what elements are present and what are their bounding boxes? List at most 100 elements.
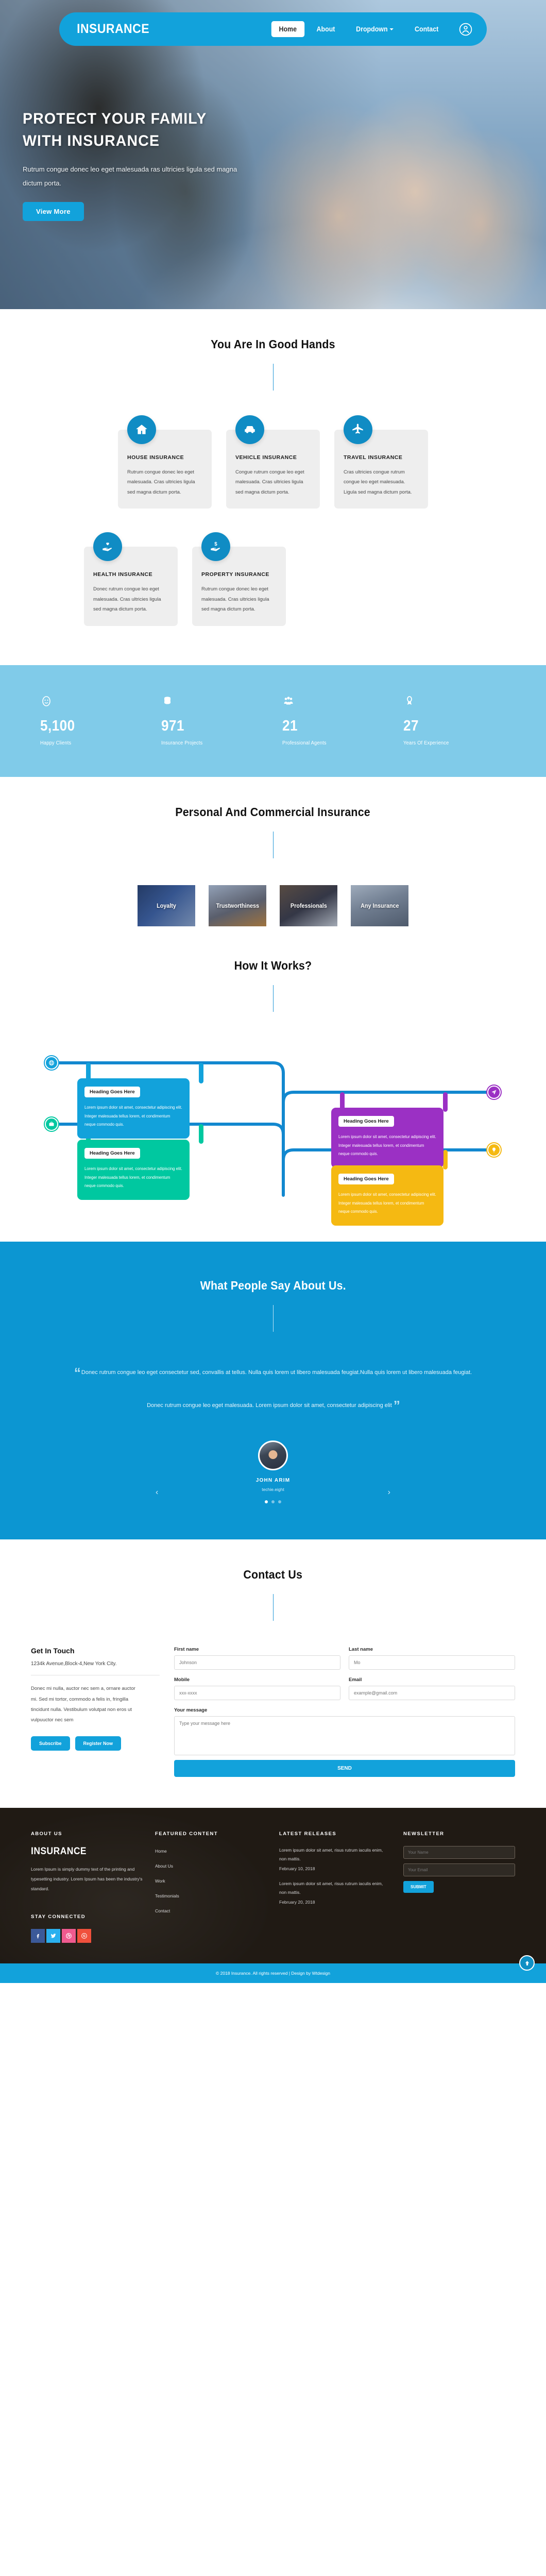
footer-about-column: ABOUT US INSURANCE Lorem Ipsum is simply… (31, 1831, 143, 1943)
copyright-text: © 2018 Insurance. All rights reserved | … (215, 1971, 331, 1976)
plane-icon (344, 415, 372, 444)
footer-featured-column: FEATURED CONTENT Home About Us Work Test… (155, 1831, 267, 1943)
newsletter-submit-button[interactable]: SUBMIT (403, 1881, 434, 1893)
dribbble-icon[interactable] (62, 1929, 76, 1943)
first-name-group: First name (174, 1647, 340, 1670)
newsletter-name-input[interactable] (403, 1846, 515, 1859)
facebook-icon[interactable] (31, 1929, 45, 1943)
lightbulb-icon[interactable] (487, 1143, 501, 1157)
main-navbar: INSURANCE Home About Dropdown Contact (59, 12, 487, 46)
svg-text:$: $ (214, 541, 217, 547)
mobile-group: Mobile (174, 1677, 340, 1701)
first-name-input[interactable] (174, 1655, 340, 1670)
mobile-label: Mobile (174, 1677, 190, 1683)
stat-label: Happy Clients (40, 740, 72, 746)
stat-label: Insurance Projects (161, 740, 203, 746)
nav-link-about[interactable]: About (316, 25, 335, 33)
nav-link-home[interactable]: Home (271, 21, 304, 37)
flow-step-box[interactable]: Heading Goes Here Lorem ipsum dolor sit … (331, 1107, 443, 1168)
section-divider (272, 831, 274, 858)
flow-step-text: Lorem ipsum dolor sit amet, consectetur … (84, 1105, 182, 1127)
globe-icon[interactable] (45, 1056, 58, 1070)
footer-link-item: Work (155, 1876, 267, 1885)
section-divider (272, 364, 274, 391)
personal-heading: Personal And Commercial Insurance (0, 777, 546, 858)
twitter-icon[interactable] (46, 1929, 60, 1943)
register-now-button[interactable]: Register Now (75, 1736, 122, 1751)
nav-link-dropdown[interactable]: Dropdown (348, 21, 401, 37)
footer-link-item: Contact (155, 1906, 267, 1915)
last-name-input[interactable] (349, 1655, 515, 1670)
flow-step-box[interactable]: Heading Goes Here Lorem ipsum dolor sit … (77, 1078, 190, 1139)
first-name-label: First name (174, 1647, 199, 1653)
service-card-title: TRAVEL INSURANCE (344, 454, 403, 461)
carousel-dot[interactable] (271, 1500, 275, 1504)
message-textarea[interactable] (174, 1716, 515, 1756)
section-divider (272, 985, 274, 1012)
email-input[interactable] (349, 1686, 515, 1701)
subscribe-button[interactable]: Subscribe (31, 1736, 70, 1751)
send-button[interactable]: SEND (174, 1760, 515, 1777)
tile-label: Professionals (290, 902, 327, 909)
release-date: February 20, 2018 (279, 1900, 315, 1905)
flow-step-text: Lorem ipsum dolor sit amet, consectetur … (84, 1166, 182, 1189)
hero-overlay (0, 0, 546, 309)
mobile-input[interactable] (174, 1686, 340, 1701)
tile-trustworthiness[interactable]: Trustworthiness (209, 885, 266, 926)
footer-featured-head: FEATURED CONTENT (155, 1831, 218, 1837)
last-name-label: Last name (349, 1647, 373, 1653)
testimonial-next-arrow[interactable]: › (387, 1488, 390, 1497)
stat-item: 971 Insurance Projects (152, 695, 273, 746)
services-title: You Are In Good Hands (211, 337, 335, 351)
service-card[interactable]: HEALTH INSURANCE Donec rutrum congue leo… (84, 532, 178, 626)
footer-link-about-us[interactable]: About Us (155, 1863, 173, 1869)
stay-connected-block: STAY CONNECTED (31, 1914, 143, 1943)
tile-any-insurance[interactable]: Any Insurance (351, 885, 408, 926)
stat-item: 21 Professional Agents (273, 695, 394, 746)
testimonial-prev-arrow[interactable]: ‹ (156, 1488, 159, 1497)
footer-newsletter-head: NEWSLETTER (403, 1831, 445, 1837)
brand-logo[interactable]: INSURANCE (77, 22, 149, 36)
hero-subtitle: Rutrum congue donec leo eget malesuada r… (23, 165, 237, 188)
hero-title-line-1: PROTECT YOUR FAMILY (23, 110, 207, 127)
nav-dropdown-label: Dropdown (356, 25, 388, 33)
newsletter-email-input[interactable] (403, 1863, 515, 1877)
release-item: Lorem ipsum dolor sit amet, risus rutrum… (279, 1846, 391, 1871)
service-card[interactable]: VEHICLE INSURANCE Congue rutrum congue l… (226, 415, 320, 509)
flow-step-box[interactable]: Heading Goes Here Lorem ipsum dolor sit … (331, 1165, 443, 1226)
service-card[interactable]: HOUSE INSURANCE Rutrum congue donec leo … (118, 415, 212, 509)
section-divider (272, 1304, 274, 1332)
service-card[interactable]: TRAVEL INSURANCE Cras ultricies congue r… (334, 415, 428, 509)
service-card[interactable]: $ PROPERTY INSURANCE Rutrum congue donec… (192, 532, 286, 626)
footer-link-home[interactable]: Home (155, 1849, 167, 1854)
chevron-down-icon (389, 28, 394, 31)
tile-professionals[interactable]: Professionals (280, 885, 337, 926)
contact-section: Contact Us Get In Touch 1234k Avenue,Blo… (0, 1539, 546, 1808)
user-circle-icon[interactable] (459, 23, 472, 36)
section-divider (272, 1594, 274, 1621)
footer-link-work[interactable]: Work (155, 1878, 165, 1884)
arrow-up-icon[interactable] (519, 1955, 535, 1971)
hero-content: PROTECT YOUR FAMILY WITH INSURANCE Rutru… (23, 108, 291, 221)
footer-link-contact[interactable]: Contact (155, 1908, 170, 1914)
carousel-dot[interactable] (278, 1500, 281, 1504)
google-plus-icon[interactable] (77, 1929, 91, 1943)
footer-newsletter-column: NEWSLETTER SUBMIT (403, 1831, 515, 1943)
flow-step-heading: Heading Goes Here (338, 1173, 394, 1184)
view-more-button[interactable]: View More (23, 201, 84, 221)
paper-plane-icon[interactable] (487, 1085, 501, 1099)
email-label: Email (349, 1677, 362, 1683)
carousel-dot[interactable] (265, 1500, 268, 1504)
tile-overlay (351, 885, 408, 926)
flow-step-box[interactable]: Heading Goes Here Lorem ipsum dolor sit … (77, 1139, 190, 1200)
avatar (258, 1440, 288, 1471)
get-in-touch-panel: Get In Touch 1234k Avenue,Block-4,New Yo… (31, 1647, 160, 1777)
briefcase-icon[interactable] (45, 1117, 58, 1131)
nav-link-contact[interactable]: Contact (414, 25, 438, 33)
stat-number: 971 (161, 717, 184, 734)
tile-loyalty[interactable]: Loyalty (138, 885, 195, 926)
footer-link-testimonials[interactable]: Testimonials (155, 1893, 179, 1899)
footer-about-head: ABOUT US (31, 1831, 62, 1837)
smiley-icon (40, 695, 152, 710)
flow-step-text: Lorem ipsum dolor sit amet, consectetur … (338, 1192, 436, 1214)
